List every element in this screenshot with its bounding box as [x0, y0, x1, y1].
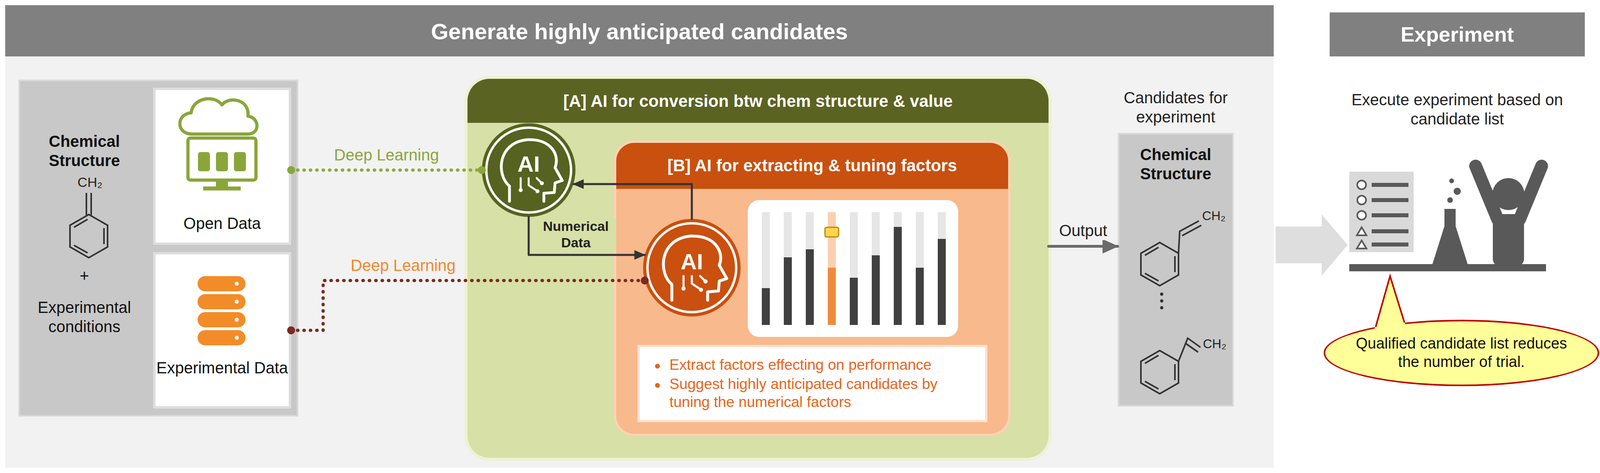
- text-holder: [B] AI for extracting & tuning factors: [616, 155, 1009, 176]
- edge-label: Numerical Data: [535, 217, 616, 251]
- band-title: Experiment: [1329, 21, 1585, 47]
- chem-group: CH₂: [1202, 207, 1233, 224]
- ai-section-box: [A] AI for conversion btw chem structure…: [467, 78, 1049, 458]
- experiment-note: Execute experiment based on candidate li…: [1345, 89, 1570, 129]
- ai-circle: AI: [643, 218, 741, 317]
- callout-pointer: [1374, 275, 1407, 331]
- experiment-figure: [1475, 165, 1542, 220]
- text-holder: Candidates for experiment: [1111, 87, 1240, 127]
- experiment-figure: [1492, 213, 1525, 266]
- text-holder: Output: [1057, 220, 1109, 240]
- data-source-box: Experimental Data: [153, 251, 292, 409]
- callout-pointer: [1375, 275, 1405, 327]
- experiment-figure: [1371, 182, 1409, 187]
- text-holder: [A] AI for conversion btw chem structure…: [467, 91, 1049, 112]
- plus-sign: +: [18, 265, 151, 286]
- text-holder: CH₂: [1202, 335, 1233, 352]
- panel-title: Generate highly anticipated candidates: [5, 17, 1274, 45]
- experiment-figure: [1432, 208, 1468, 264]
- ai-mark: AI: [481, 150, 576, 178]
- input-box: Chemical Structure + Experimental conditio…: [18, 79, 299, 417]
- experiment-figure: [1453, 187, 1461, 195]
- text-holder: Numerical Data: [535, 217, 616, 251]
- text-holder: Experimental Data: [153, 357, 292, 378]
- experiment-figure: [1357, 210, 1367, 220]
- experiment-figure: [1356, 227, 1367, 236]
- experiment-figure: [1357, 195, 1367, 205]
- text-holder: Experiment: [1329, 21, 1585, 47]
- text-holder: CH₂: [75, 173, 104, 191]
- ai-section-box: [B] AI for extracting & tuning factorsAI…: [616, 142, 1009, 434]
- edge-label: Deep Learning: [332, 145, 441, 165]
- chem-group: CH₂: [1202, 335, 1233, 352]
- section-heading: [A] AI for conversion btw chem structure…: [467, 91, 1049, 112]
- input-conditions: Experimental conditions: [18, 297, 151, 336]
- experiment-figure: [1492, 177, 1525, 210]
- text-holder: Chemical Structure: [18, 131, 151, 170]
- experiment-figure: [1357, 180, 1367, 190]
- experiment-figure: [1447, 197, 1453, 203]
- text-holder: Execute experiment based on candidate li…: [1345, 89, 1570, 129]
- experiment-figure: [1371, 213, 1409, 218]
- text-holder: Extract factors effecting on performance: [651, 355, 973, 374]
- flow-arrow: [1275, 214, 1348, 276]
- flow-arrow: [1275, 214, 1348, 276]
- section-heading: [B] AI for extracting & tuning factors: [616, 155, 1009, 176]
- candidate-box: Candidates for experimentChemical Struct…: [1117, 132, 1234, 407]
- chem-group: CH₂: [75, 173, 104, 191]
- source-label: Open Data: [153, 213, 292, 233]
- experiment-figure: [1349, 165, 1547, 272]
- text-holder: Deep Learning: [332, 145, 441, 165]
- experiment-band: Experiment: [1329, 12, 1585, 57]
- edge-label: Deep Learning: [349, 255, 458, 275]
- callout-text: Qualified candidate list reduces the num…: [1345, 334, 1578, 371]
- callout-pointer: [1374, 275, 1407, 331]
- text-holder: AI: [481, 150, 576, 178]
- text-holder: Suggest highly anticipated candidates by…: [651, 375, 973, 411]
- input-heading: Chemical Structure: [18, 131, 151, 170]
- experiment-figure: [1371, 242, 1409, 247]
- data-source-box: Open Data: [153, 87, 292, 245]
- text-holder: Qualified candidate list reduces the num…: [1345, 334, 1578, 371]
- source-label: Experimental Data: [153, 357, 292, 378]
- text-holder: Deep Learning: [349, 255, 458, 275]
- experiment-figure: [1349, 171, 1414, 252]
- bullet-box: Extract factors effecting on performance…: [639, 347, 985, 420]
- text-holder: Generate highly anticipated candidates: [5, 17, 1274, 45]
- bullet-text: Extract factors effecting on performance: [651, 355, 973, 374]
- experiment-figure: [1349, 263, 1547, 272]
- text-holder: AI: [643, 247, 741, 275]
- bullet-text: Suggest highly anticipated candidates by…: [651, 375, 973, 411]
- text-holder: +: [18, 265, 151, 286]
- ai-circle: AI: [481, 123, 576, 217]
- text-holder: Open Data: [153, 213, 292, 233]
- structure-heading: Chemical Structure: [1117, 144, 1234, 184]
- experiment-figure: [1449, 178, 1455, 184]
- experiment-figure: [1371, 197, 1409, 202]
- callout-ellipse: Qualified candidate list reduces the num…: [1323, 319, 1600, 386]
- text-holder: Experimental conditions: [18, 297, 151, 336]
- ai-mark: AI: [643, 247, 741, 275]
- text-holder: CH₂: [1202, 207, 1233, 224]
- experiment-figure: [1371, 229, 1409, 234]
- candidate-heading: Candidates for experiment: [1111, 87, 1240, 127]
- edge-label: Output: [1057, 220, 1109, 240]
- text-holder: Chemical Structure: [1117, 144, 1234, 184]
- experiment-figure: [1356, 240, 1367, 249]
